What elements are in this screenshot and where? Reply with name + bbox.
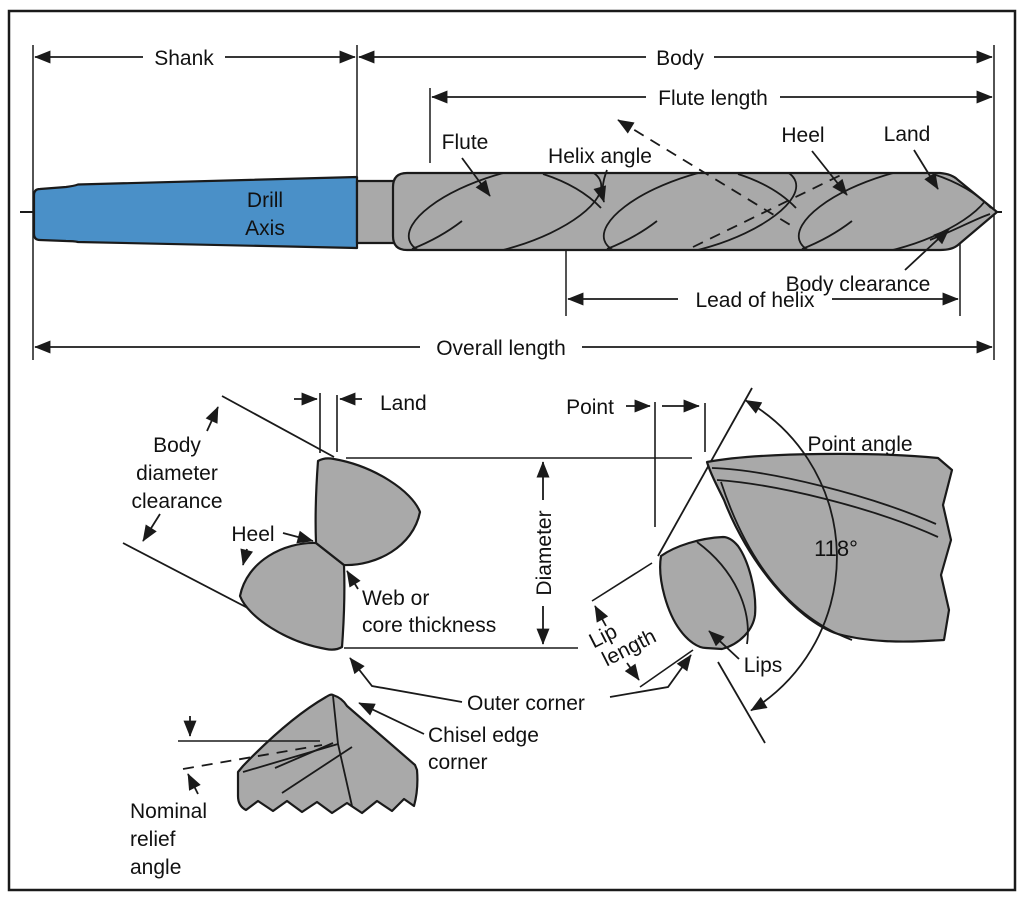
body-diameter-clearance-line3: clearance [131, 490, 222, 513]
web-leader [346, 570, 361, 590]
flute-label: Flute [442, 131, 489, 154]
cross-section-lower-lobe [238, 541, 346, 651]
flute-length-label: Flute length [658, 87, 768, 110]
chisel-tip-edge-1 [332, 695, 339, 745]
web-label-line1: Web or [362, 587, 429, 610]
body-shape [391, 171, 999, 252]
shank-shape [32, 175, 359, 250]
land-band-line-1 [711, 467, 937, 525]
lips-leader [708, 630, 740, 660]
clearance-leader-lower [142, 513, 161, 542]
body-label: Body [656, 47, 704, 70]
point-label: Point [566, 396, 614, 419]
overall-length-label: Overall length [436, 337, 566, 360]
helix-angle-leader [593, 169, 608, 203]
flank-line-upper [657, 387, 753, 557]
outer-corner-label: Outer corner [467, 692, 585, 715]
chisel-edge-line-1 [274, 742, 334, 769]
figure-border [7, 9, 1017, 892]
helix-angle-label: Helix angle [548, 145, 652, 168]
drill-axis-label-line1: Drill [247, 189, 283, 212]
lip-length-arrow-1 [594, 605, 609, 627]
lips-label: Lips [744, 654, 783, 677]
lip-length-ext-1 [591, 562, 653, 602]
helix-angle-dashed-line-2 [692, 173, 844, 248]
relief-angle-leader [187, 773, 201, 795]
body-clearance-leader [904, 228, 950, 271]
point-lower-lobe [659, 535, 757, 651]
heel-section-leader-1 [240, 548, 254, 566]
body-diameter-clearance-line2: diameter [136, 462, 218, 485]
chisel-edge-corner-leader [358, 702, 425, 735]
flute-leader [461, 157, 491, 197]
top-view: Shank Body Flute length Lead of helix Ov… [20, 45, 1008, 360]
chisel-tip-shape [236, 693, 419, 815]
diameter-label: Diameter [533, 510, 556, 595]
flank-line-lower [717, 661, 766, 744]
body-diameter-clearance-line1: Body [153, 434, 201, 457]
heel-section-label: Heel [231, 523, 274, 546]
heel-section-leader-2 [282, 530, 314, 544]
land-top-label: Land [884, 123, 931, 146]
chisel-tip-edge-2 [242, 743, 339, 773]
point-view: Point Point angle 118° Lips Lip length [130, 387, 954, 879]
clearance-tangent-upper [221, 395, 335, 458]
outer-corner-leader-right [609, 654, 692, 698]
land-top-leader [913, 149, 939, 190]
relief-angle-dashed-line [182, 744, 323, 770]
lead-of-helix-label: Lead of helix [695, 289, 815, 312]
land-band-line-2 [716, 479, 939, 538]
nominal-relief-angle-line3: angle [130, 856, 181, 879]
chisel-edge-corner-label-line2: corner [428, 751, 488, 774]
land-section-label: Land [380, 392, 427, 415]
web-label-line2: core thickness [362, 614, 496, 637]
lip-length-arrow-2 [624, 662, 640, 681]
nominal-relief-angle-line2: relief [130, 828, 176, 851]
flank-curve [720, 481, 853, 641]
point-angle-value: 118° [814, 536, 858, 561]
heel-top-leader [811, 150, 848, 196]
clearance-tangent-lower [122, 542, 268, 619]
nominal-relief-angle-line1: Nominal [130, 800, 207, 823]
point-main-lobe [705, 452, 954, 643]
drill-axis-label-line2: Axis [245, 217, 285, 240]
cross-section-view: Land Body diameter clearance Heel Web or… [122, 392, 692, 651]
cross-section-upper-lobe [314, 457, 422, 567]
clearance-leader-upper [205, 406, 219, 432]
outer-corner-leader-left [349, 657, 463, 703]
helix-angle-dashed-line [617, 119, 793, 227]
point-angle-label: Point angle [807, 433, 912, 456]
chisel-edge-corner-label-line1: Chisel edge [428, 724, 539, 747]
heel-top-label: Heel [781, 124, 824, 147]
flute-helix-lines [407, 173, 993, 250]
chisel-edge-line-2 [281, 746, 353, 794]
shank-label: Shank [154, 47, 214, 70]
point-angle-arc [744, 399, 838, 712]
body-clearance-label: Body clearance [786, 273, 931, 296]
